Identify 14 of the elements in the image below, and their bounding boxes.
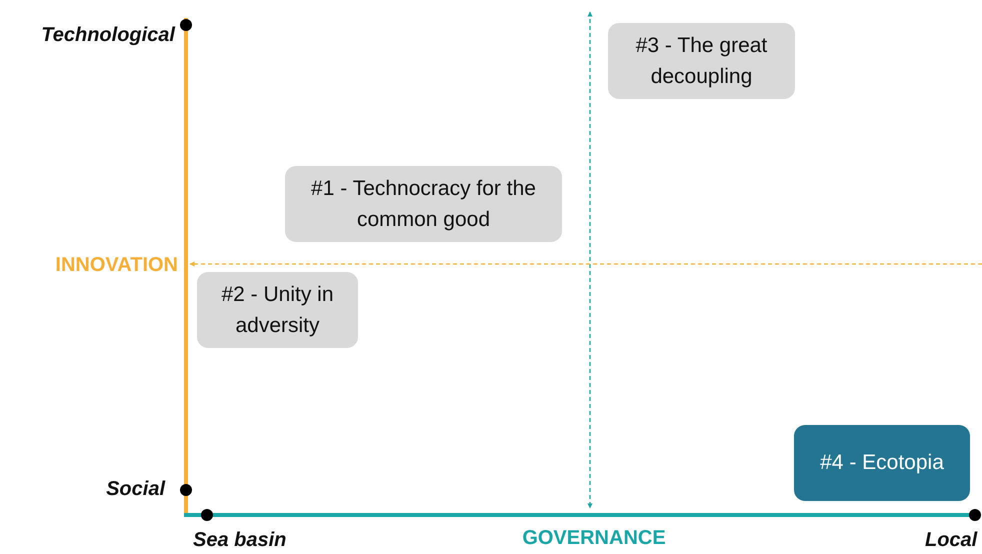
axis-end-label: Local (925, 529, 978, 552)
axis-end-label: Social (106, 478, 165, 501)
scenario-box (608, 23, 795, 99)
axis-title: GOVERNANCE (522, 527, 666, 550)
scenario-box (285, 166, 562, 242)
scenario-box (794, 425, 970, 501)
axis-title: INNOVATION (55, 254, 178, 277)
scenario-title: #4 - Ecotopia (820, 450, 944, 476)
scenario-title: #2 - Unity in adversity (220, 282, 335, 339)
axis-end-label: Technological (41, 24, 175, 47)
scenario-box (197, 272, 358, 348)
scenario-title: #3 - The great decoupling (634, 32, 768, 90)
scenario-title: #1 - Technocracy for the common good (310, 176, 537, 233)
axis-end-label: Sea basin (193, 529, 286, 552)
